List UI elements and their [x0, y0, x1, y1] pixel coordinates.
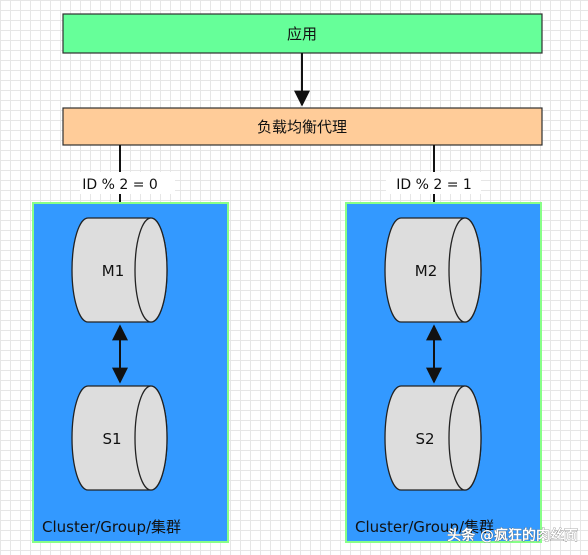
cluster-2-caption: Cluster/Group/集群 — [355, 518, 494, 536]
m1-label: M1 — [102, 262, 125, 280]
m1-cylinder: M1 — [71, 217, 168, 323]
s1-cylinder: S1 — [71, 385, 168, 491]
cluster-2: ID % 2 = 1 M2 S2 Cluster/Group/集群 — [345, 145, 542, 543]
m2-label: M2 — [415, 262, 438, 280]
s2-cylinder: S2 — [384, 385, 482, 491]
proxy-box — [62, 107, 543, 146]
proxy-layer: 负载均衡代理 — [62, 107, 543, 146]
m2-cylinder: M2 — [384, 217, 482, 323]
app-layer: 应用 — [62, 13, 543, 54]
s1-label: S1 — [102, 430, 121, 448]
condition-2-bg — [386, 172, 481, 194]
condition-2-label: ID % 2 = 1 — [396, 177, 472, 193]
condition-1-label: ID % 2 = 0 — [82, 177, 158, 193]
app-label: 应用 — [287, 25, 317, 43]
proxy-label: 负载均衡代理 — [257, 118, 347, 136]
cluster-1: ID % 2 = 0 M1 S1 Cluster/Group/集群 — [32, 145, 229, 543]
s2-label: S2 — [415, 430, 434, 448]
watermark-text: 头条 @疯狂的肉丝面 — [447, 527, 578, 544]
condition-1-bg — [80, 172, 175, 194]
cluster-1-caption: Cluster/Group/集群 — [42, 518, 181, 536]
app-box — [62, 13, 543, 54]
